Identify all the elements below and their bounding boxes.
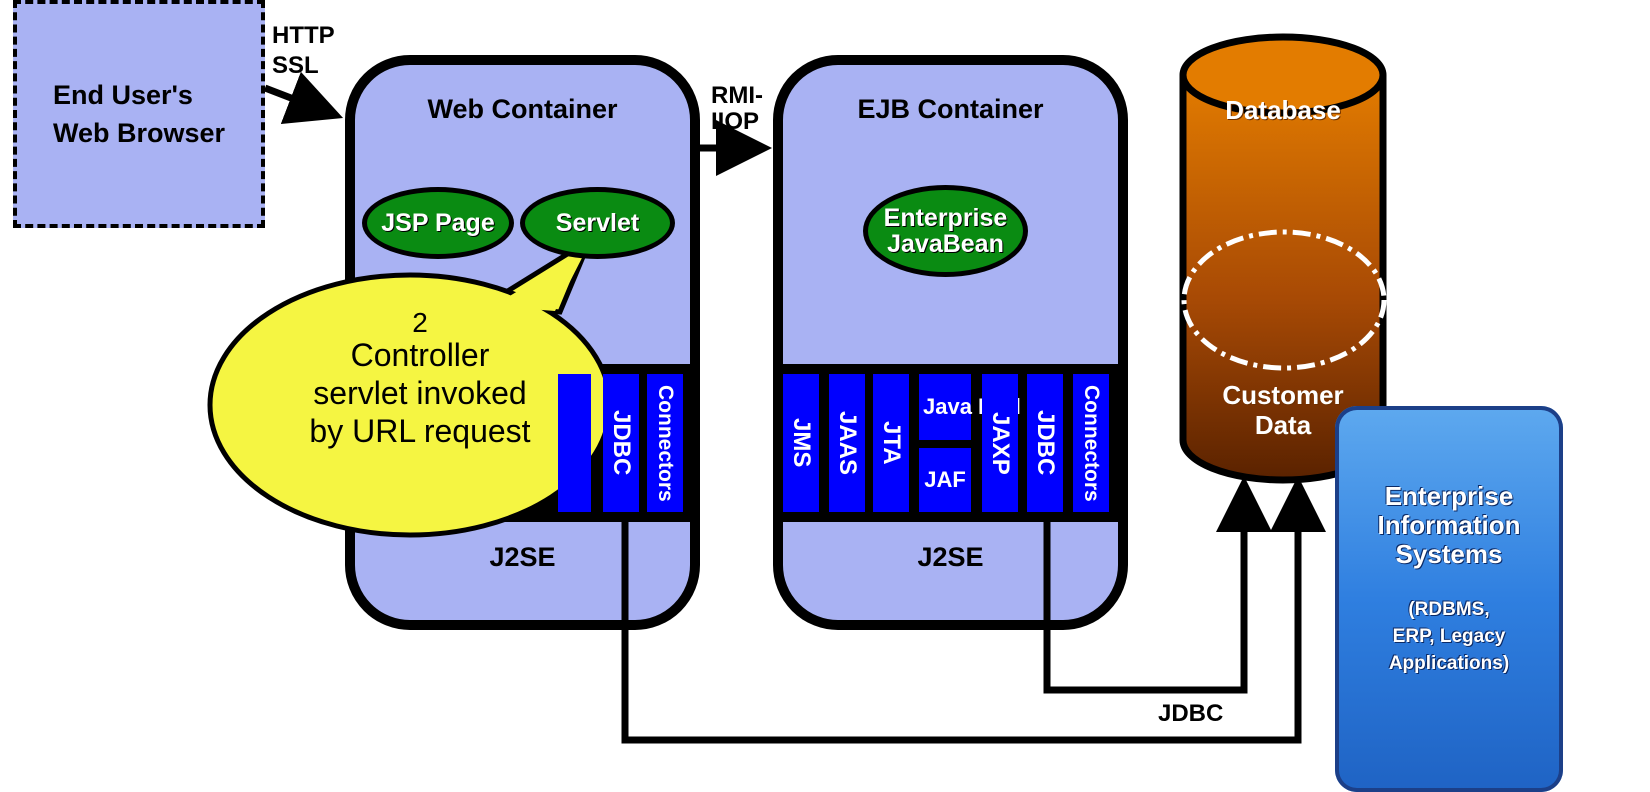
callout-line2: servlet invoked bbox=[313, 375, 527, 411]
end-user-browser: End User's Web Browser bbox=[13, 0, 265, 228]
eis-title: Enterprise Information Systems bbox=[1377, 481, 1521, 569]
enterprise-information-systems: Enterprise Information Systems (RDBMS, E… bbox=[1335, 406, 1563, 792]
jsp-page-label: JSP Page bbox=[381, 208, 495, 237]
customer-data-region bbox=[1181, 229, 1387, 371]
ejb-api-jaf: JAF bbox=[919, 448, 971, 512]
eis-detail: (RDBMS, ERP, Legacy Applications) bbox=[1388, 599, 1510, 674]
customer-data-label: Customer Data bbox=[1183, 380, 1383, 440]
ejb-jdbc-line bbox=[1043, 476, 1272, 694]
web-j2se-label: J2SE bbox=[489, 542, 556, 572]
web-api-connectors: Connectors bbox=[647, 374, 683, 512]
ejb-api-jms: JMS bbox=[783, 374, 819, 512]
callout-bubble bbox=[207, 233, 613, 538]
web-jdbc-line bbox=[621, 476, 1326, 744]
ejb-label-line1: Enterprise bbox=[883, 204, 1008, 232]
servlet-oval: Servlet bbox=[520, 187, 675, 259]
callout-step-number: 2 bbox=[412, 307, 428, 338]
protocol-rmi: RMI- bbox=[711, 82, 763, 109]
ejb-container-title: EJB Container bbox=[857, 94, 1044, 124]
customer-data-line2: Data bbox=[1254, 410, 1312, 440]
customer-data-line1: Customer bbox=[1222, 380, 1344, 410]
ejb-api-jta: JTA bbox=[873, 374, 909, 512]
database-title: Database bbox=[1225, 95, 1341, 125]
ejb-api-jaxp: JAXP bbox=[982, 374, 1018, 512]
web-api-jdbc: JDBC bbox=[603, 374, 639, 512]
database-cylinder bbox=[1179, 33, 1387, 484]
ejb-api-javamail: Java Mail bbox=[919, 374, 1021, 440]
protocol-jdbc-bottom: JDBC bbox=[1158, 700, 1224, 727]
callout-line1: Controller bbox=[350, 337, 490, 373]
jsp-page-oval: JSP Page bbox=[362, 187, 514, 259]
ejb-api-jaas: JAAS bbox=[829, 374, 865, 512]
ejb-label-line2: JavaBean bbox=[887, 230, 1004, 258]
web-container-title: Web Container bbox=[427, 94, 618, 124]
web-api-hidden-1 bbox=[558, 374, 591, 512]
http-arrow bbox=[263, 71, 344, 125]
protocol-http: HTTP bbox=[272, 22, 335, 49]
callout-line3: by URL request bbox=[309, 413, 531, 449]
ejb-api-connectors: Connectors bbox=[1073, 374, 1109, 512]
enterprise-javabean-oval: Enterprise JavaBean bbox=[863, 185, 1028, 277]
servlet-label: Servlet bbox=[555, 208, 640, 237]
protocol-ssl: SSL bbox=[272, 52, 319, 79]
callout-text: 2 Controller servlet invoked by URL requ… bbox=[240, 307, 600, 450]
browser-label-line2: Web Browser bbox=[52, 118, 226, 148]
protocol-iiop: IIOP bbox=[711, 108, 760, 135]
browser-label-line1: End User's bbox=[52, 80, 193, 110]
ejb-j2se-label: J2SE bbox=[917, 542, 984, 572]
ejb-container-box bbox=[773, 55, 1128, 630]
ejb-api-jdbc: JDBC bbox=[1027, 374, 1063, 512]
